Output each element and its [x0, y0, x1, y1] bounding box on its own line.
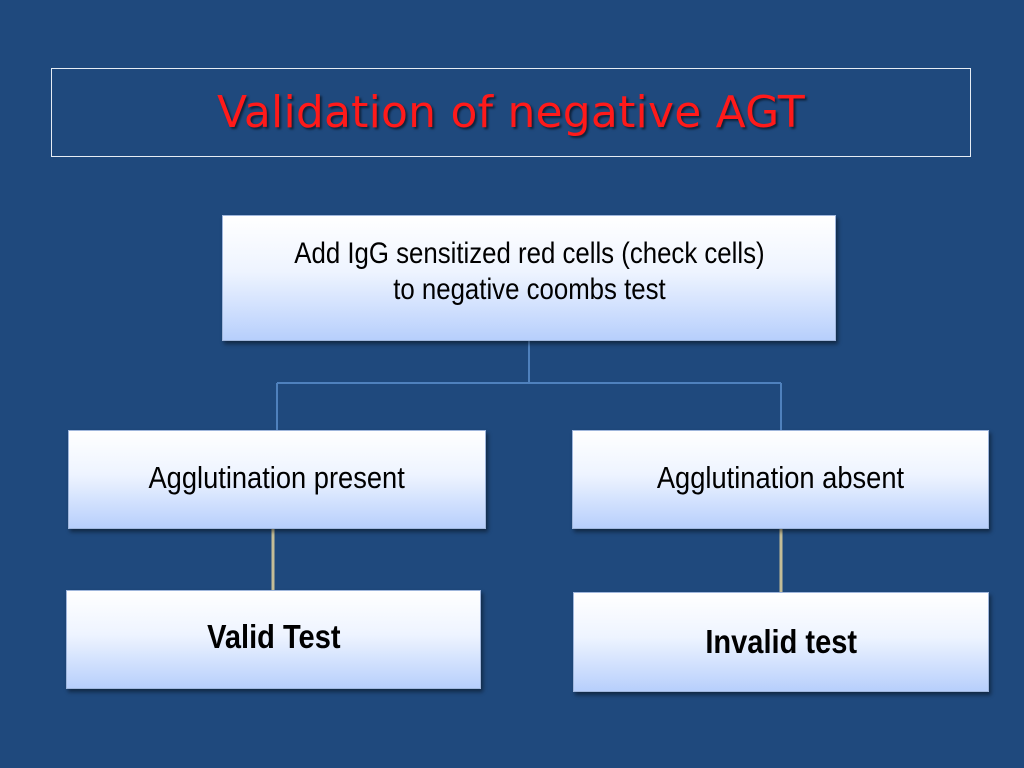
outcome-box-valid-test: Valid Test [66, 590, 481, 689]
branch-box-agglutination-absent: Agglutination absent [572, 430, 989, 529]
branch-label-agglutination-present: Agglutination present [148, 460, 406, 496]
branch-label-agglutination-absent: Agglutination absent [656, 460, 905, 496]
branch-box-agglutination-present: Agglutination present [68, 430, 486, 529]
root-step-line-1: Add IgG sensitized red cells (check cell… [293, 237, 765, 270]
outcome-label-valid-test: Valid Test [206, 617, 341, 655]
slide-title: Validation of negative AGT [216, 86, 805, 138]
outcome-label-invalid-test: Invalid test [705, 623, 857, 661]
root-step-box: Add IgG sensitized red cells (check cell… [222, 215, 836, 341]
outcome-box-invalid-test: Invalid test [573, 592, 989, 692]
root-step-line-2: to negative coombs test [392, 273, 666, 306]
title-frame: Validation of negative AGT [51, 68, 971, 157]
